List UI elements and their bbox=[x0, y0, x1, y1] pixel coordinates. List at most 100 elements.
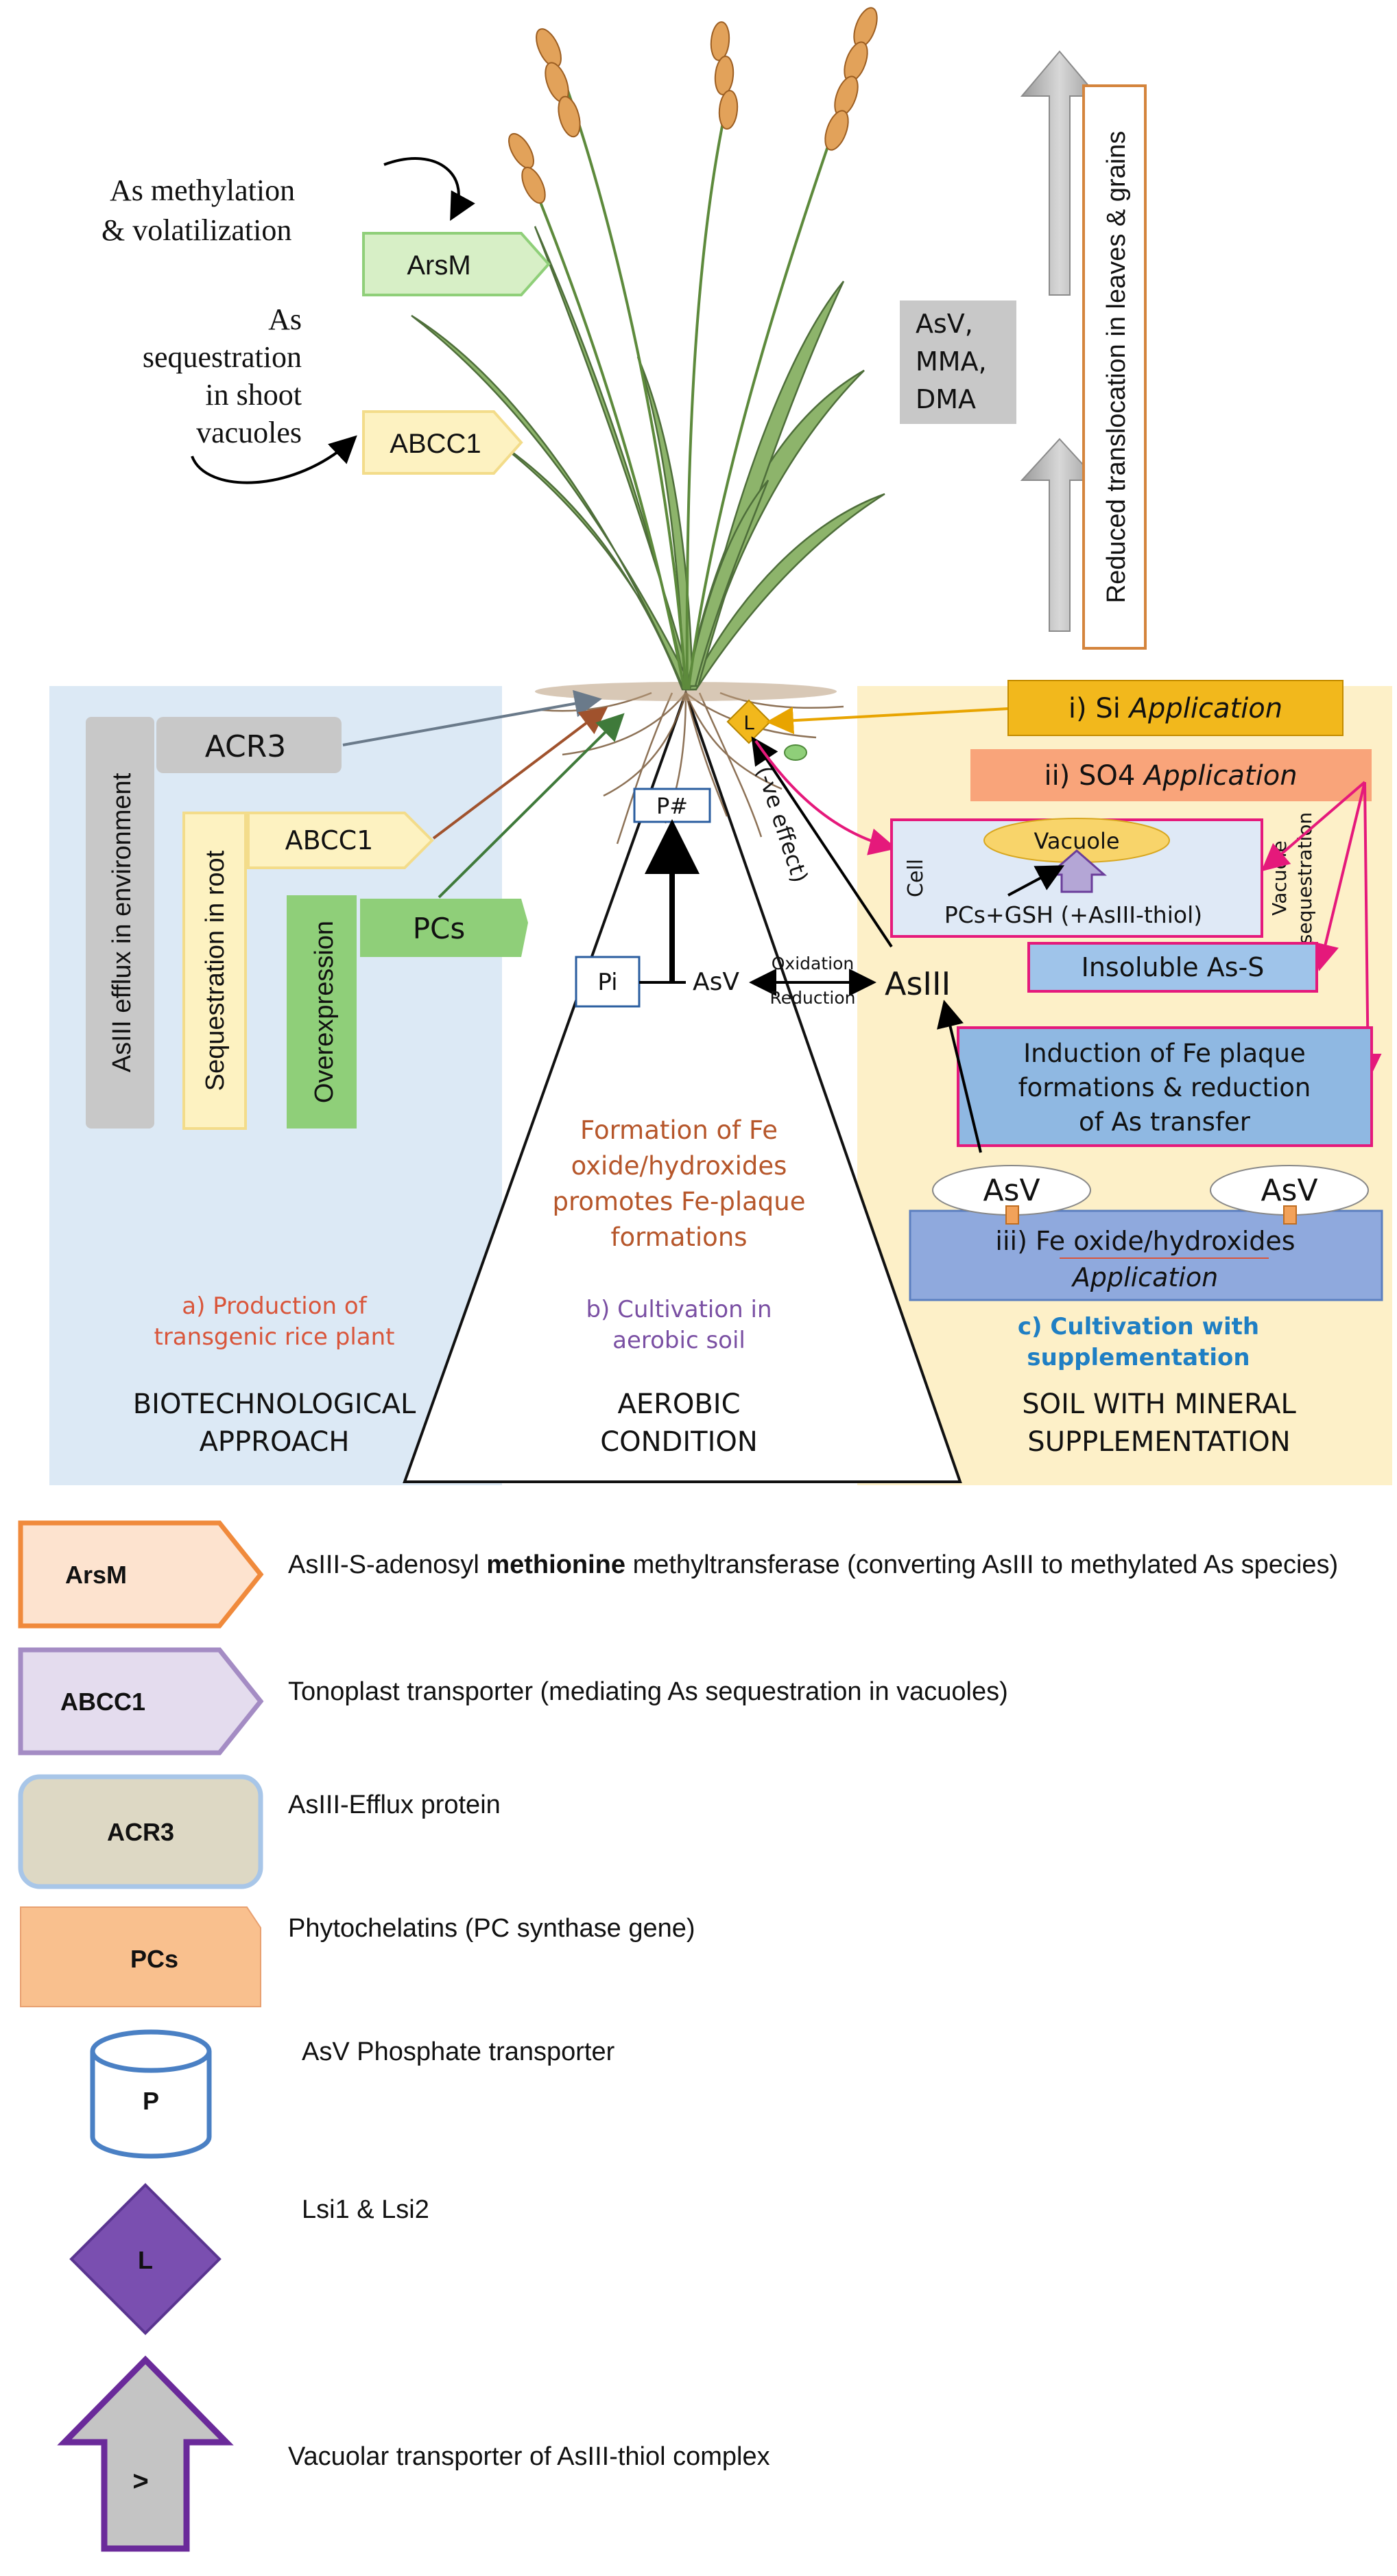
si-application-label: i) Si Application bbox=[1068, 693, 1282, 724]
lsi-diamond bbox=[726, 699, 772, 744]
svg-text:ABCC1: ABCC1 bbox=[60, 1688, 145, 1716]
middle-caption-line2: aerobic soil bbox=[612, 1327, 745, 1354]
gray-up-arrow-top bbox=[1020, 50, 1099, 296]
si-arrow bbox=[766, 707, 1009, 735]
asv-to-asiii-arrow bbox=[937, 1000, 982, 1153]
thiol-to-vacuole-arrow bbox=[1007, 865, 1065, 897]
sequestration-vertical-bar bbox=[182, 812, 247, 1130]
ve-effect-arrow bbox=[751, 736, 893, 948]
species-box-line2: MMA, bbox=[916, 346, 987, 377]
legend-row-p: P AsV Phosphate transporter bbox=[0, 2024, 1397, 2168]
middle-caption-line1: b) Cultivation in bbox=[586, 1296, 772, 1323]
svg-text:>: > bbox=[132, 2466, 148, 2496]
methylation-label-line2: & volatilization bbox=[102, 213, 291, 247]
pi-label: Pi bbox=[597, 969, 617, 996]
pcs-arrow bbox=[438, 713, 625, 899]
induction-box bbox=[957, 1026, 1373, 1147]
arsm-shoot-tag-label: ArsM bbox=[407, 250, 470, 281]
cell-label: Cell bbox=[904, 859, 928, 897]
abcc1-shoot-tag bbox=[362, 410, 523, 475]
legend-p-symbol: P bbox=[90, 2029, 212, 2159]
left-footer-line1: BIOTECHNOLOGICAL bbox=[133, 1389, 416, 1420]
induction-line1: Induction of Fe plaque bbox=[1023, 1039, 1306, 1068]
legend-row-pcs: PCs Phytochelatins (PC synthase gene) bbox=[0, 1900, 1397, 2017]
induction-line2: formations & reduction bbox=[1018, 1073, 1311, 1102]
legend-pcs-description: Phytochelatins (PC synthase gene) bbox=[288, 1914, 695, 1943]
legend-row-abcc1: ABCC1 Tonoplast transporter (mediating A… bbox=[0, 1640, 1397, 1763]
fe-application-box bbox=[909, 1209, 1383, 1301]
so4-application-label: ii) SO4 Application bbox=[1044, 760, 1297, 792]
efflux-vertical-bar bbox=[86, 717, 154, 1129]
gray-up-arrow-bottom bbox=[1020, 438, 1099, 632]
so4-to-insoluble-arrow bbox=[1312, 781, 1366, 971]
efflux-vertical-label: AsIII efflux in environment bbox=[108, 772, 136, 1072]
stems bbox=[527, 61, 859, 690]
abcc1-root-arrow bbox=[432, 707, 608, 840]
legend-row-l: L Lsi1 & Lsi2 bbox=[0, 2175, 1397, 2339]
svg-text:ArsM: ArsM bbox=[65, 1561, 127, 1589]
species-box-line1: AsV, bbox=[916, 309, 973, 339]
legend-arsm-symbol: ArsM bbox=[18, 1520, 264, 1629]
fe-formation-line2: oxide/hydroxides bbox=[571, 1151, 787, 1181]
shoot-sequestration-curved-arrow bbox=[191, 435, 357, 484]
transporter-marker-right bbox=[1283, 1205, 1297, 1225]
legend-abcc1-symbol: ABCC1 bbox=[18, 1647, 264, 1756]
shoot-sequestration-line1: As bbox=[268, 303, 302, 336]
acr3-arrow bbox=[342, 689, 602, 746]
legend-row-acr3: ACR3 AsIII-Efflux protein bbox=[0, 1770, 1397, 1893]
legend: ArsM AsIII-S-adenosyl methionine methylt… bbox=[0, 1496, 1397, 2576]
so4-to-cell-arrow bbox=[1261, 781, 1366, 872]
right-footer-line1: SOIL WITH MINERAL bbox=[1022, 1389, 1296, 1420]
insoluble-box bbox=[1027, 942, 1318, 993]
shoot-sequestration-line4: vacuoles bbox=[196, 416, 302, 449]
overexpression-vertical-label: Overexpression bbox=[310, 921, 339, 1103]
legend-acr3-symbol: ACR3 bbox=[18, 1774, 263, 1889]
pcs-tag bbox=[360, 899, 528, 957]
left-caption-line2: transgenic rice plant bbox=[154, 1323, 395, 1351]
fe-formation-line1: Formation of Fe bbox=[580, 1115, 778, 1145]
shoot-sequestration-line3: in shoot bbox=[205, 378, 302, 412]
acr3-box bbox=[156, 717, 342, 773]
p-transporter-label: P# bbox=[656, 793, 688, 819]
asv-middle-label: AsV bbox=[693, 968, 739, 996]
legend-row-arsm: ArsM AsIII-S-adenosyl methionine methylt… bbox=[0, 1509, 1397, 1633]
lsi-to-cell-arrow bbox=[754, 740, 897, 855]
svg-text:P: P bbox=[143, 2087, 159, 2115]
right-caption-line1: c) Cultivation with bbox=[1018, 1313, 1259, 1340]
legend-l-symbol: L bbox=[69, 2183, 222, 2335]
abcc1-root-tag bbox=[247, 812, 434, 869]
left-caption-line1: a) Production of bbox=[182, 1292, 367, 1320]
fe-formation-line3: promotes Fe-plaque bbox=[552, 1187, 805, 1216]
methylation-curved-arrow bbox=[383, 157, 475, 222]
lsi-diamond-label: L bbox=[743, 711, 754, 734]
fe-formation-line4: formations bbox=[610, 1222, 747, 1252]
legend-acr3-description: AsIII-Efflux protein bbox=[288, 1791, 501, 1819]
transporter-marker-left bbox=[1005, 1205, 1019, 1225]
pi-box bbox=[575, 956, 641, 1008]
asv-left-label: AsV bbox=[983, 1173, 1040, 1208]
middle-footer-line1: AEROBIC bbox=[617, 1389, 740, 1420]
aerobic-soil-triangle bbox=[403, 688, 962, 1483]
abcc1-root-tag-label: ABCC1 bbox=[285, 825, 374, 855]
methylation-label-line1: As methylation bbox=[110, 174, 295, 207]
svg-text:ACR3: ACR3 bbox=[107, 1818, 174, 1846]
panicles bbox=[508, 7, 878, 204]
arsm-shoot-tag bbox=[362, 232, 551, 296]
left-footer-line2: APPROACH bbox=[200, 1426, 350, 1458]
species-box bbox=[900, 300, 1016, 424]
right-footer-line2: SUPPLEMENTATION bbox=[1027, 1426, 1290, 1458]
so4-application-box bbox=[970, 749, 1372, 801]
legend-p-description: AsV Phosphate transporter bbox=[302, 2037, 615, 2066]
asv-right-label: AsV bbox=[1261, 1173, 1317, 1208]
oxidation-label: Oxidation bbox=[772, 954, 855, 973]
insoluble-label: Insoluble As-S bbox=[1082, 952, 1265, 982]
induction-line3: of As transfer bbox=[1079, 1107, 1251, 1137]
legend-abcc1-description: Tonoplast transporter (mediating As sequ… bbox=[288, 1677, 1008, 1706]
middle-footer-line2: CONDITION bbox=[600, 1426, 758, 1458]
acr3-box-label: ACR3 bbox=[205, 729, 287, 764]
green-marker bbox=[784, 744, 807, 761]
vacuole-sequestration-line1: Vacuole bbox=[1268, 840, 1291, 915]
vacuole-sequestration-line2: sequestration bbox=[1293, 812, 1316, 944]
pcs-gsh-label: PCs+GSH (+AsIII-thiol) bbox=[944, 901, 1202, 928]
reduced-translocation-label: Reduced translocation in leaves & grains bbox=[1102, 131, 1131, 604]
